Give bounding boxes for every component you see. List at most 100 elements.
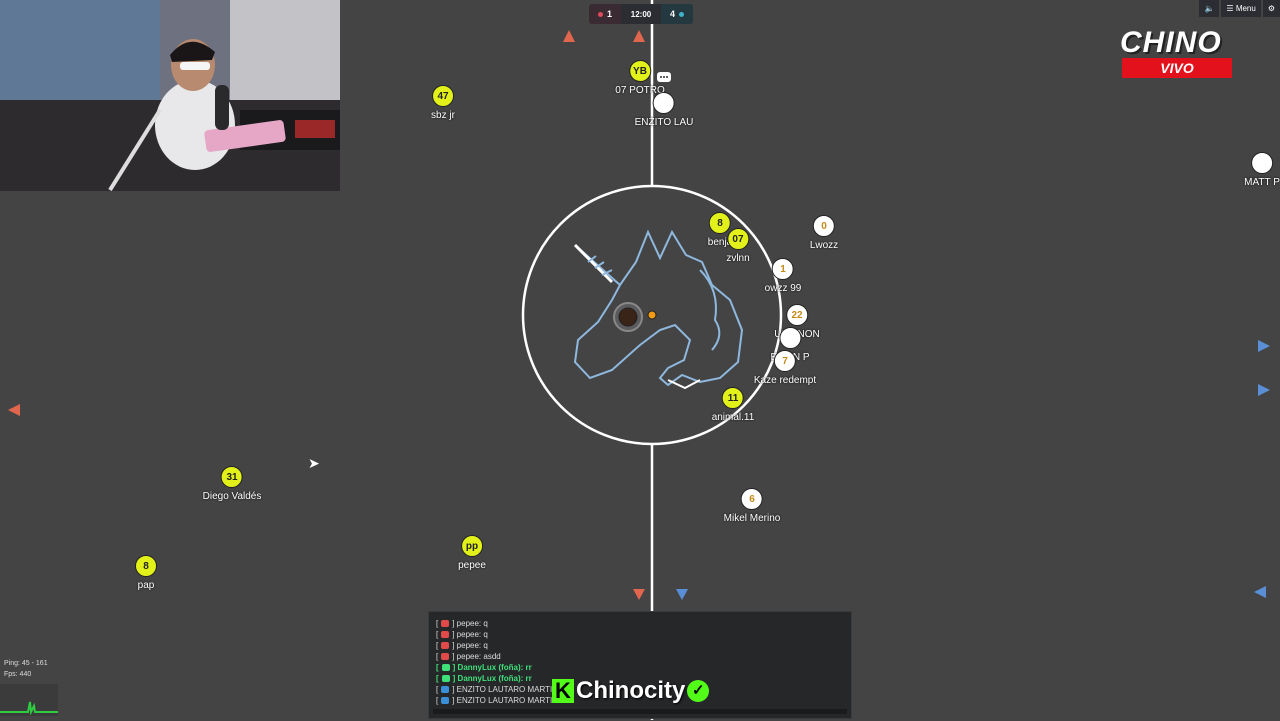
chat-message: [] pepee: q xyxy=(436,630,488,639)
ball-marker xyxy=(647,310,657,320)
player-disc: 8 xyxy=(135,555,157,577)
chat-input[interactable] xyxy=(433,709,847,714)
player-disc xyxy=(653,92,675,114)
player: 0 Lwozz xyxy=(810,215,838,251)
team-badge xyxy=(441,631,450,638)
chino-vivo-logo: CHINO VIVO xyxy=(1120,28,1242,82)
player-name: pepee xyxy=(458,560,486,571)
player-disc: 1 xyxy=(772,258,794,280)
settings-button[interactable]: ⚙ xyxy=(1262,0,1280,17)
player: 6 Mikel Merino xyxy=(723,488,781,524)
player-disc xyxy=(1251,152,1273,174)
player-disc: 0 xyxy=(812,215,835,237)
fps-graph-line xyxy=(0,701,58,716)
player-name: MATT P xyxy=(1244,177,1280,188)
player-disc: 07 xyxy=(726,228,749,250)
red-score-box: 1 xyxy=(589,4,621,24)
channel-name: Chinocity xyxy=(576,677,686,704)
player-name: sbz jr xyxy=(431,110,455,121)
menu-button[interactable]: ☰ Menu xyxy=(1221,0,1261,17)
player-disc: 31 xyxy=(221,466,243,488)
unicorn-logo xyxy=(573,229,744,390)
chat-message: [] ENZITO LAUTARO MARTINEZ xyxy=(436,685,569,694)
red-team-dot xyxy=(597,11,603,17)
player-disc: 11 xyxy=(722,387,744,409)
top-controls: 🔈 ☰ Menu ⚙ xyxy=(1199,0,1280,17)
match-clock: 12:00 xyxy=(630,9,652,19)
blue-indicator-arrow xyxy=(1258,384,1270,396)
blue-indicator-arrow xyxy=(676,589,688,600)
player-name: benja xyxy=(707,237,733,248)
player-disc: YB xyxy=(629,60,651,82)
player-name: owzz 99 xyxy=(764,283,802,294)
team-badge xyxy=(441,664,450,671)
team-badge xyxy=(441,620,450,627)
player-disc: pp xyxy=(461,535,483,557)
player-name: pap xyxy=(137,580,155,591)
team-badge xyxy=(441,642,450,649)
red-score: 1 xyxy=(606,9,612,19)
player-name: zvlnn xyxy=(726,253,750,264)
player: 07 zvlnn xyxy=(726,228,750,264)
player-name: Lwozz xyxy=(809,240,839,251)
speaker-icon: 🔈 xyxy=(1204,4,1215,13)
player: ENZITO LAU xyxy=(634,92,694,128)
scoreboard: 1 12:00 4 xyxy=(589,4,693,24)
player: 7 Kaze redempt xyxy=(754,350,816,386)
chat-message: [] DannyLux (foña): rr xyxy=(436,663,532,672)
player-disc: 47 xyxy=(432,85,454,107)
verified-check-icon: ✓ xyxy=(687,680,710,702)
kick-logo-icon: K xyxy=(552,679,574,703)
player-name: Diego Valdés xyxy=(202,491,262,502)
streamer-webcam xyxy=(0,0,340,191)
player-name: 07 POTRO xyxy=(615,85,665,96)
fps-readout: Fps: 440 xyxy=(4,671,32,678)
chat-message: [] ENZITO LAUTARO MARTINEZ xyxy=(436,696,569,705)
blue-indicator-arrow xyxy=(1254,586,1266,598)
player-name: ENZITO LAU xyxy=(634,117,694,128)
team-badge xyxy=(441,686,450,693)
red-indicator-arrow xyxy=(563,30,575,42)
player-disc: 8 xyxy=(709,212,731,234)
player: 1 owzz 99 xyxy=(764,258,802,294)
player: MATT P xyxy=(1244,152,1280,188)
team-badge xyxy=(441,653,450,660)
player: YB 07 POTRO xyxy=(615,60,665,96)
blue-indicator-arrow xyxy=(1258,340,1270,352)
blue-score: 4 xyxy=(669,9,675,19)
fps-graph xyxy=(0,684,58,716)
team-badge xyxy=(441,697,450,704)
gear-icon: ⚙ xyxy=(1267,4,1275,13)
sound-button[interactable]: 🔈 xyxy=(1199,0,1220,17)
player-disc: 22 xyxy=(786,304,808,326)
chat-panel: [] pepee: q [] pepee: q [] pepee: q [] p… xyxy=(428,611,852,719)
red-indicator-arrow xyxy=(633,589,645,600)
blue-team-dot xyxy=(679,11,684,17)
ball xyxy=(618,307,638,327)
red-indicator-arrow xyxy=(633,30,645,42)
player: 11 animal.11 xyxy=(711,387,755,423)
chat-message: [] pepee: q xyxy=(436,619,488,628)
player-name: Kaze redempt xyxy=(753,375,817,386)
player-disc xyxy=(779,327,801,349)
chat-message: [] pepee: q xyxy=(436,641,488,650)
player-disc: 7 xyxy=(773,350,796,372)
blue-score-box: 4 xyxy=(661,4,693,24)
player-name: Mikel Merino xyxy=(723,513,781,524)
logo-line2: VIVO xyxy=(1122,58,1232,78)
player: 47 sbz jr xyxy=(431,85,455,121)
player: 8 pap xyxy=(135,555,157,591)
red-indicator-arrow xyxy=(8,404,20,416)
mouse-cursor-icon: ➤ xyxy=(308,455,320,471)
webcam-scene xyxy=(0,0,340,191)
ping-readout: Ping: 45 - 161 xyxy=(4,660,48,667)
team-badge xyxy=(441,675,450,682)
net-stats: Ping: 45 - 161 Fps: 440 xyxy=(4,658,48,680)
player: 8 benja xyxy=(708,212,732,248)
player-name: animal.11 xyxy=(711,412,755,423)
chat-message: [] DannyLux (foña): rr xyxy=(436,674,532,683)
chat-message: [] pepee: asdd xyxy=(436,652,501,661)
player: pp pepee xyxy=(458,535,486,571)
kick-channel-overlay: K Chinocity ✓ xyxy=(552,676,736,706)
